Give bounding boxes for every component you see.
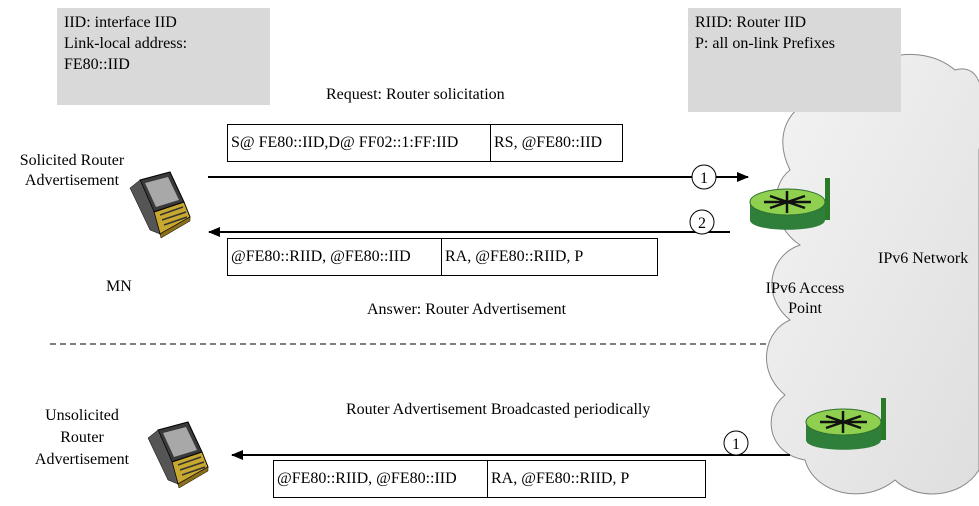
label-line: Point <box>788 300 822 317</box>
access-point-label: IPv6 Access Point <box>740 279 870 319</box>
network-label: IPv6 Network <box>878 250 969 267</box>
label-line: Router <box>60 429 104 446</box>
mn-identifiers-note: IID: interface IID Link-local address: F… <box>57 8 270 105</box>
step-circle-rs: 1 <box>691 164 717 190</box>
laptop-icon <box>147 421 209 489</box>
label-line: IPv6 Access <box>765 280 845 297</box>
request-title: Request: Router solicitation <box>326 86 505 103</box>
label-line: Unsolicited <box>45 407 119 424</box>
label-line: Solicited Router <box>19 152 125 169</box>
rs-packet-addresses: S@ FE80::IID,D@ FF02::1:FF:IID <box>231 134 459 151</box>
ra-packet-addresses: @FE80::RIID, @FE80::IID <box>277 470 457 487</box>
answer-title: Answer: Router Advertisement <box>367 301 567 318</box>
ra-packet-payload: RA, @FE80::RIID, P <box>487 461 705 497</box>
router-identifiers-note: RIID: Router IID P: all on-link Prefixes <box>688 8 901 112</box>
label-line: Advertisement <box>34 451 130 468</box>
rs-packet: S@ FE80::IID,D@ FF02::1:FF:IID RS, @FE80… <box>227 124 623 162</box>
svg-text:1: 1 <box>700 170 708 187</box>
router-icon <box>805 398 886 450</box>
note-line: Link-local address: <box>64 35 188 52</box>
mn-label: MN <box>106 278 132 295</box>
solicited-side-label: Solicited Router Advertisement <box>12 151 132 191</box>
ra-packet-addresses: @FE80::RIID, @FE80::IID <box>231 248 411 265</box>
note-line: FE80::IID <box>64 56 130 73</box>
label-line: Advertisement <box>24 172 120 189</box>
laptop-icon <box>129 171 191 239</box>
unsolicited-ra-packet: @FE80::RIID, @FE80::IID RA, @FE80::RIID,… <box>273 460 706 498</box>
note-line: P: all on-link Prefixes <box>695 35 835 52</box>
unsolicited-title: Router Advertisement Broadcasted periodi… <box>346 401 651 418</box>
note-line: IID: interface IID <box>64 14 177 31</box>
router-icon <box>749 178 830 230</box>
svg-text:2: 2 <box>698 215 706 232</box>
rs-packet-payload: RS, @FE80::IID <box>490 125 622 161</box>
step-circle-ra: 2 <box>689 209 715 235</box>
svg-text:1: 1 <box>732 436 740 453</box>
note-line: RIID: Router IID <box>695 14 807 31</box>
ra-packet: @FE80::RIID, @FE80::IID RA, @FE80::RIID,… <box>227 238 658 276</box>
unsolicited-side-label: Unsolicited Router Advertisement <box>22 405 142 471</box>
step-circle-unsolicited: 1 <box>723 430 749 456</box>
ra-packet-payload: RA, @FE80::RIID, P <box>441 239 657 275</box>
